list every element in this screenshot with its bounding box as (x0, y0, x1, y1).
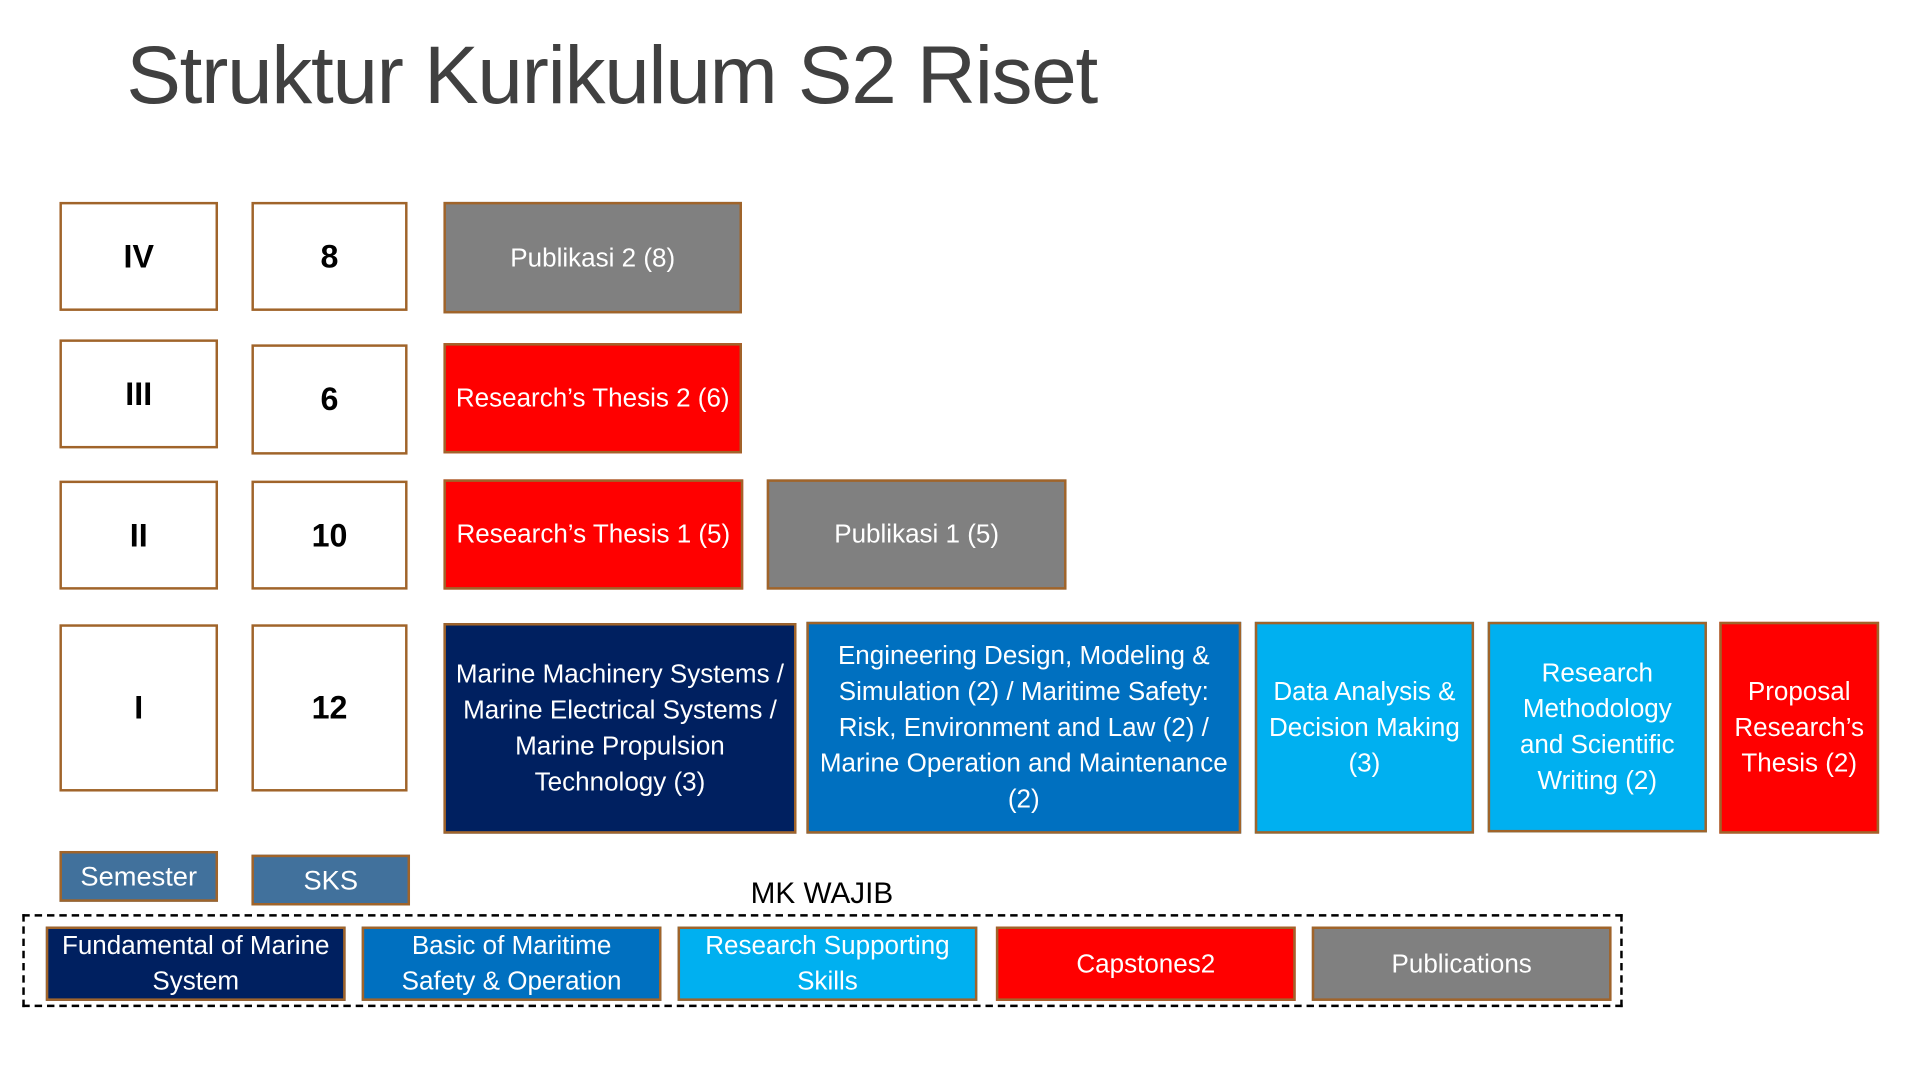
semester-label: IV (59, 201, 219, 311)
course-thesis-2: Research’s Thesis 2 (6) (443, 343, 742, 454)
sks-label: 10 (251, 480, 408, 590)
course-research-methodology: Research Methodology and Scientific Writ… (1487, 621, 1707, 833)
semester-label: II (59, 480, 219, 590)
legend-fundamental: Fundamental of Marine System (45, 926, 346, 1001)
sks-label: 12 (251, 624, 408, 792)
legend-capstones: Capstones2 (995, 926, 1296, 1001)
semester-label: III (59, 339, 219, 449)
course-publikasi-1: Publikasi 1 (5) (766, 479, 1067, 590)
legend-maritime: Basic of Maritime Safety & Operation (361, 926, 662, 1001)
slide-title: Struktur Kurikulum S2 Riset (126, 28, 1098, 121)
course-proposal-thesis: Proposal Research’s Thesis (2) (1719, 621, 1880, 834)
course-engineering-design: Engineering Design, Modeling & Simulatio… (806, 621, 1242, 834)
sks-label: 6 (251, 344, 408, 455)
legend-supporting: Research Supporting Skills (677, 926, 978, 1001)
legend-publications: Publications (1311, 926, 1612, 1001)
course-data-analysis: Data Analysis & Decision Making (3) (1254, 621, 1475, 834)
legend-frame (22, 914, 1623, 1008)
course-thesis-1: Research’s Thesis 1 (5) (443, 479, 744, 590)
semester-label: I (59, 624, 219, 792)
legend-title: MK WAJIB (750, 876, 894, 911)
course-publikasi-2: Publikasi 2 (8) (443, 201, 742, 314)
semester-header: Semester (59, 850, 219, 902)
course-marine-systems: Marine Machinery Systems / Marine Electr… (443, 623, 797, 834)
sks-label: 8 (251, 201, 408, 311)
sks-header: SKS (251, 854, 411, 906)
